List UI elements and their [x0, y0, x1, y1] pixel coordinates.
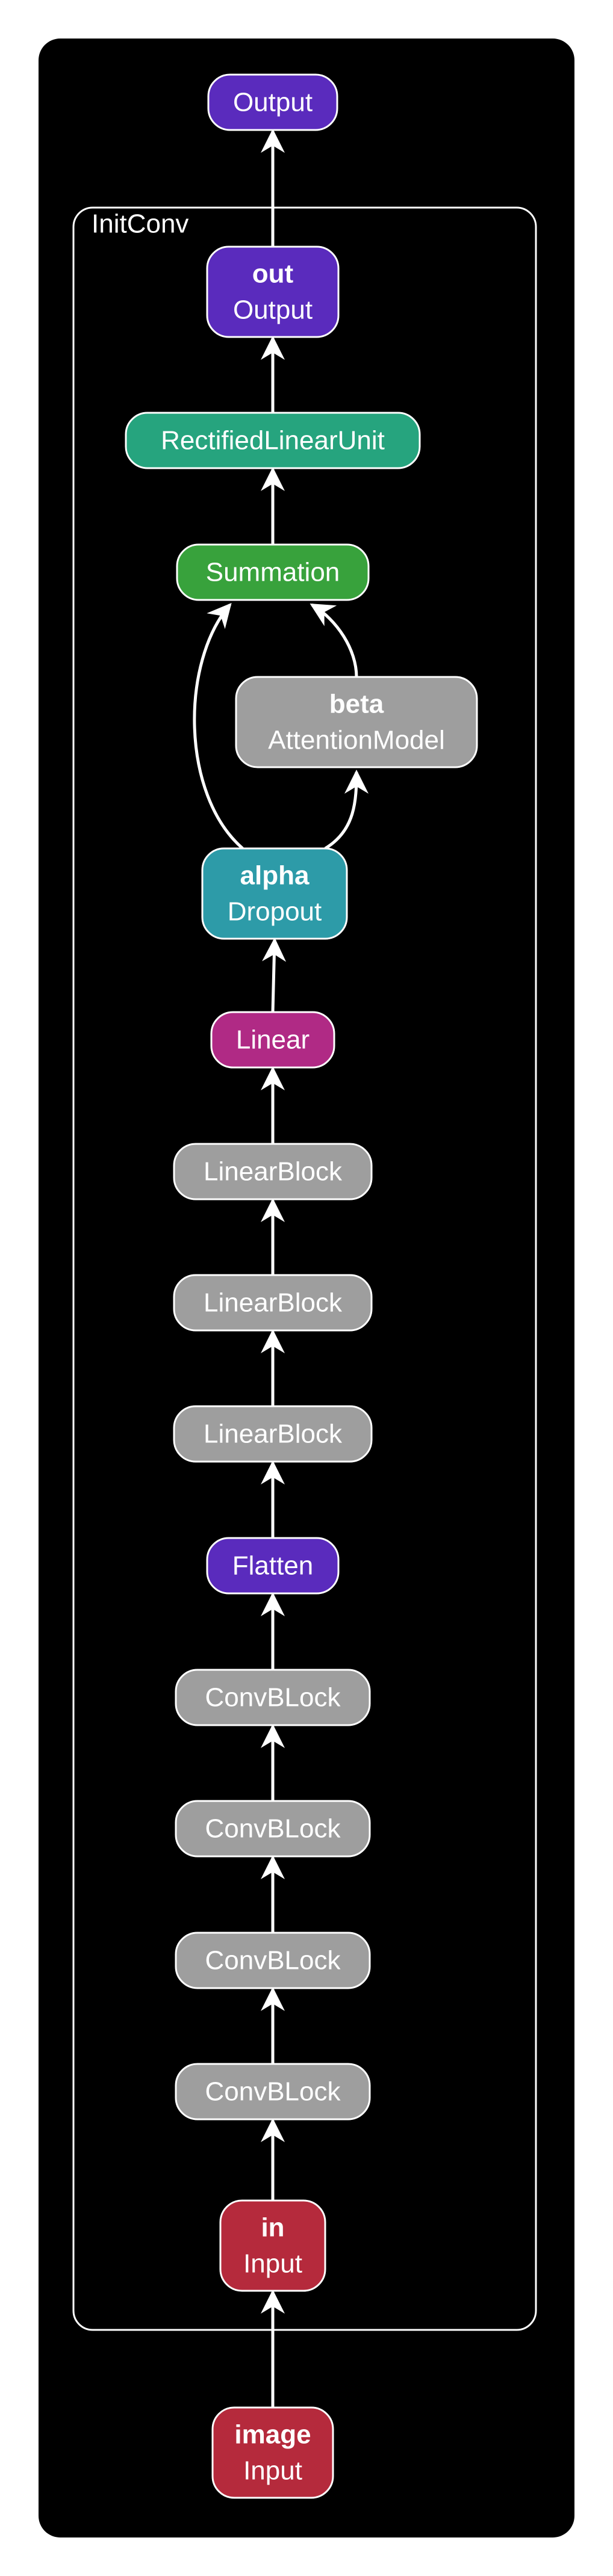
node-image-box: [211, 2406, 334, 2499]
node-relu-label: RectifiedLinearUnit: [161, 426, 385, 456]
node-beta-box: [235, 676, 478, 768]
node-cb3-label: ConvBLock: [205, 1946, 341, 1975]
node-cb2-label: ConvBLock: [205, 1814, 341, 1844]
edge-linear-to-alpha: [262, 937, 287, 1013]
node-lb3-box: [173, 1405, 373, 1463]
node-relu: RectifiedLinearUnit: [125, 412, 421, 469]
edges-layer: [193, 129, 369, 2408]
node-cb1-box: [175, 1669, 371, 1726]
node-out-label: Output: [233, 295, 313, 325]
node-cb2-box: [175, 1800, 371, 1858]
node-lb3: LinearBlock: [173, 1405, 373, 1463]
node-alpha-label: Dropout: [228, 897, 322, 927]
node-flatten-label: Flatten: [232, 1551, 314, 1581]
node-relu-box: [125, 412, 421, 469]
node-sum: Summation: [176, 543, 370, 601]
node-out-box: [206, 246, 340, 338]
node-lb1: LinearBlock: [173, 1143, 373, 1200]
node-image-title: image: [234, 2420, 311, 2450]
node-beta-title: beta: [329, 690, 384, 719]
node-cb1-label: ConvBLock: [205, 1683, 341, 1713]
group-initconv-label: InitConv: [92, 209, 188, 239]
node-lb2: LinearBlock: [173, 1274, 373, 1332]
node-output_top: Output: [207, 73, 338, 131]
node-lb1-label: LinearBlock: [204, 1157, 343, 1187]
node-lb1-box: [173, 1143, 373, 1200]
node-linear: Linear: [210, 1011, 335, 1069]
node-cb4: ConvBLock: [175, 2063, 371, 2120]
node-in-label: Input: [243, 2249, 302, 2279]
node-lb2-box: [173, 1274, 373, 1332]
group-initconv-frame: [72, 206, 537, 2331]
node-flatten: Flatten: [206, 1537, 340, 1595]
node-out-title: out: [252, 259, 294, 289]
nodes-layer: OutputoutOutputRectifiedLinearUnitSummat…: [125, 73, 478, 2499]
node-sum-label: Summation: [206, 558, 340, 587]
edge-alpha-to-beta: [324, 770, 369, 850]
node-alpha-title: alpha: [240, 861, 310, 891]
node-beta-label: AttentionModel: [268, 726, 445, 755]
node-cb3-box: [175, 1932, 371, 1989]
node-cb4-box: [175, 2063, 371, 2120]
node-cb4-label: ConvBLock: [205, 2077, 341, 2107]
node-cb1: ConvBLock: [175, 1669, 371, 1726]
node-in-title: in: [261, 2213, 284, 2243]
node-linear-box: [210, 1011, 335, 1069]
node-in-box: [219, 2199, 326, 2292]
node-sum-box: [176, 543, 370, 601]
node-output_top-box: [207, 73, 338, 131]
edge-beta-to-sum: [310, 603, 358, 678]
node-linear-label: Linear: [236, 1025, 310, 1055]
node-lb3-label: LinearBlock: [204, 1419, 343, 1449]
node-image-label: Input: [243, 2456, 302, 2486]
node-output_top-label: Output: [233, 88, 313, 117]
edge-alpha-to-sum: [193, 602, 244, 850]
node-alpha-box: [201, 847, 348, 940]
node-lb2-label: LinearBlock: [204, 1288, 343, 1318]
node-cb3: ConvBLock: [175, 1932, 371, 1989]
node-cb2: ConvBLock: [175, 1800, 371, 1858]
node-flatten-box: [206, 1537, 340, 1595]
